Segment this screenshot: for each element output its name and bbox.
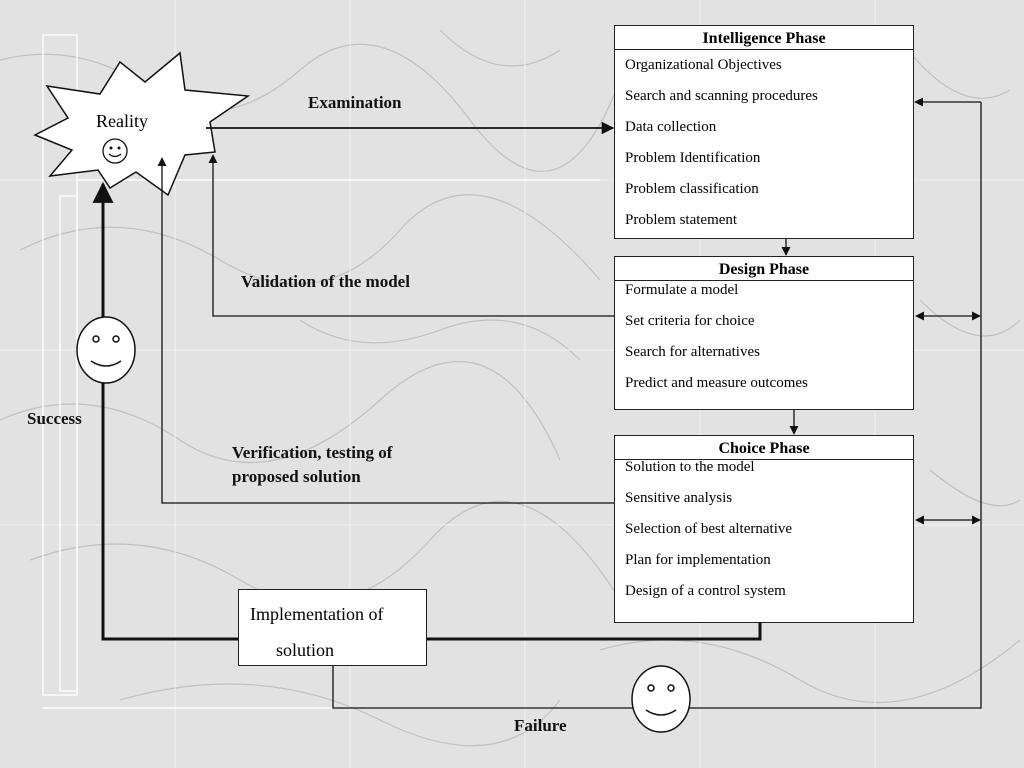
list-item: Plan for implementation: [625, 552, 771, 568]
failure-label: Failure: [514, 716, 567, 735]
list-item: Solution to the model: [625, 459, 755, 475]
list-item: Selection of best alternative: [625, 521, 793, 537]
implementation-line-1: Implementation of: [250, 604, 384, 624]
success-arrow: [92, 181, 762, 641]
design-phase-box: Design Phase Formulate a model Set crite…: [614, 256, 914, 410]
list-item: Problem Identification: [625, 150, 761, 166]
implementation-box: Implementation of solution: [238, 589, 427, 666]
design-phase-list: Formulate a model Set criteria for choic…: [615, 275, 913, 399]
list-item: Set criteria for choice: [625, 313, 755, 329]
choice-phase-title: Choice Phase: [615, 436, 913, 460]
success-label: Success: [27, 409, 82, 428]
verification-label-line-2: proposed solution: [232, 467, 361, 486]
failure-smiley-icon: [631, 665, 691, 733]
choice-phase-box: Choice Phase Solution to the model Sensi…: [614, 435, 914, 623]
list-item: Search for alternatives: [625, 344, 760, 360]
list-item: Problem statement: [625, 212, 738, 228]
verification-arrow: [157, 157, 614, 504]
list-item: Sensitive analysis: [625, 490, 733, 506]
list-item: Organizational Objectives: [625, 57, 782, 73]
choice-phase-list: Solution to the model Sensitive analysis…: [615, 452, 913, 607]
reality-starburst: [33, 51, 251, 197]
verification-label-line-1: Verification, testing of: [232, 443, 393, 462]
reality-label: Reality: [96, 111, 148, 131]
examination-label: Examination: [308, 93, 402, 112]
success-smiley-icon: [76, 316, 136, 384]
list-item: Data collection: [625, 119, 717, 135]
reality-smiley-icon: [102, 138, 128, 164]
validation-arrow: [208, 154, 614, 317]
list-item: Search and scanning procedures: [625, 88, 818, 104]
list-item: Problem classification: [625, 181, 759, 197]
intelligence-phase-list: Organizational Objectives Search and sca…: [615, 50, 913, 236]
list-item: Formulate a model: [625, 282, 739, 298]
implementation-line-2: solution: [276, 640, 335, 660]
intelligence-phase-box: Intelligence Phase Organizational Object…: [614, 25, 914, 239]
design-phase-title: Design Phase: [615, 257, 913, 281]
intelligence-phase-title: Intelligence Phase: [615, 26, 913, 50]
validation-label: Validation of the model: [241, 272, 410, 291]
list-item: Predict and measure outcomes: [625, 375, 808, 391]
list-item: Design of a control system: [625, 583, 786, 599]
